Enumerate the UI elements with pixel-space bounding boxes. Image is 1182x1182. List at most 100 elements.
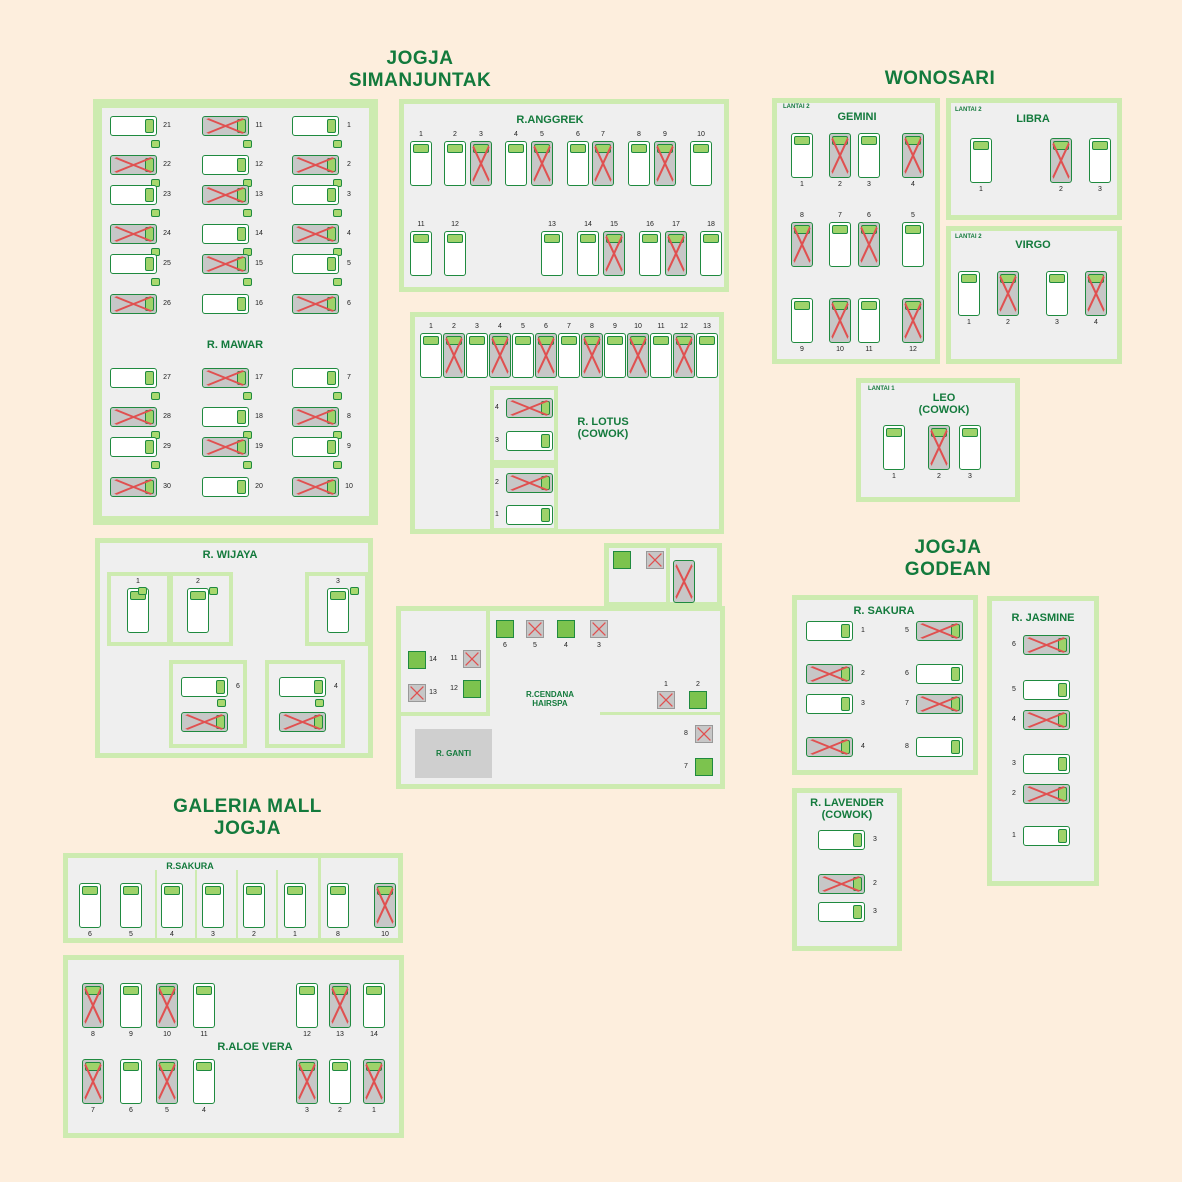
bed-leo-2[interactable] — [959, 425, 981, 470]
bed-sakura-godean-3[interactable] — [806, 737, 853, 757]
bed-mawar-28[interactable] — [292, 437, 339, 457]
spa-chair-8[interactable] — [657, 691, 675, 709]
bed-virgo-3[interactable] — [1085, 271, 1107, 316]
bed-gemini-9[interactable] — [829, 298, 851, 343]
bed-anggrek-0[interactable] — [410, 141, 432, 186]
bed-mawar-25[interactable] — [202, 477, 249, 497]
bed-mawar-29[interactable] — [292, 477, 339, 497]
bed-mawar-17[interactable] — [292, 294, 339, 314]
bed-leo-0[interactable] — [883, 425, 905, 470]
bed-lavender-0[interactable] — [818, 830, 865, 850]
bed-gemini-6[interactable] — [858, 222, 880, 267]
bed-wijaya-4[interactable] — [181, 712, 228, 732]
spa-chair-6[interactable] — [463, 650, 481, 668]
bed-sakura-galeria-6[interactable] — [327, 883, 349, 928]
bed-lotus-11[interactable] — [673, 333, 695, 378]
bed-anggrek-14[interactable] — [603, 231, 625, 276]
bed-aloe-top-2[interactable] — [156, 983, 178, 1028]
bed-anggrek-6[interactable] — [592, 141, 614, 186]
bed-anggrek-5[interactable] — [567, 141, 589, 186]
bed-jasmine-0[interactable] — [1023, 635, 1070, 655]
bed-libra-0[interactable] — [970, 138, 992, 183]
bed-mawar-7[interactable] — [202, 155, 249, 175]
bed-mawar-18[interactable] — [110, 368, 157, 388]
bed-sakura-godean-6[interactable] — [916, 694, 963, 714]
bed-mawar-26[interactable] — [292, 368, 339, 388]
bed-anggrek-2[interactable] — [470, 141, 492, 186]
bed-mawar-1[interactable] — [110, 155, 157, 175]
bed-wijaya-5[interactable] — [279, 677, 326, 697]
bed-aloe-bottom-0[interactable] — [82, 1059, 104, 1104]
bed-lotus-3[interactable] — [489, 333, 511, 378]
bed-lotus-1[interactable] — [443, 333, 465, 378]
bed-aloe-bottom-5[interactable] — [329, 1059, 351, 1104]
bed-aloe-top-3[interactable] — [193, 983, 215, 1028]
bed-gemini-7[interactable] — [902, 222, 924, 267]
bed-anggrek-4[interactable] — [531, 141, 553, 186]
bed-sakura-godean-7[interactable] — [916, 737, 963, 757]
bed-jasmine-3[interactable] — [1023, 754, 1070, 774]
bed-libra-2[interactable] — [1089, 138, 1111, 183]
bed-mawar-22[interactable] — [202, 368, 249, 388]
bed-gemini-11[interactable] — [902, 298, 924, 343]
bed-lavender-1[interactable] — [818, 874, 865, 894]
bed-virgo-1[interactable] — [997, 271, 1019, 316]
bed-aloe-top-5[interactable] — [329, 983, 351, 1028]
bed-aloe-top-1[interactable] — [120, 983, 142, 1028]
bed-sakura-galeria-0[interactable] — [79, 883, 101, 928]
bed-aloe-bottom-6[interactable] — [363, 1059, 385, 1104]
bed-mawar-2[interactable] — [110, 185, 157, 205]
bed-anggrek-15[interactable] — [639, 231, 661, 276]
bed-sakura-godean-0[interactable] — [806, 621, 853, 641]
spa-chair-1[interactable] — [526, 620, 544, 638]
wash-chair-1[interactable] — [646, 551, 664, 569]
bed-mawar-24[interactable] — [202, 437, 249, 457]
bed-mawar-5[interactable] — [110, 294, 157, 314]
bed-mawar-27[interactable] — [292, 407, 339, 427]
bed-aloe-bottom-2[interactable] — [156, 1059, 178, 1104]
bed-aloe-bottom-1[interactable] — [120, 1059, 142, 1104]
spa-chair-2[interactable] — [557, 620, 575, 638]
bed-lotus-8[interactable] — [604, 333, 626, 378]
bed-lotus-4[interactable] — [512, 333, 534, 378]
bed-aloe-bottom-4[interactable] — [296, 1059, 318, 1104]
bed-virgo-0[interactable] — [958, 271, 980, 316]
bed-gemini-0[interactable] — [791, 133, 813, 178]
bed-mawar-23[interactable] — [202, 407, 249, 427]
bed-mawar-6[interactable] — [202, 116, 249, 136]
bed-mawar-11[interactable] — [202, 294, 249, 314]
bed-aloe-top-4[interactable] — [296, 983, 318, 1028]
bed-anggrek-13[interactable] — [577, 231, 599, 276]
bed-anggrek-7[interactable] — [628, 141, 650, 186]
spa-chair-10[interactable] — [695, 725, 713, 743]
bed-mawar-10[interactable] — [202, 254, 249, 274]
bed-anggrek-12[interactable] — [541, 231, 563, 276]
bed-mawar-20[interactable] — [110, 437, 157, 457]
bed-mawar-19[interactable] — [110, 407, 157, 427]
bed-mawar-3[interactable] — [110, 224, 157, 244]
bed-lotus-0[interactable] — [420, 333, 442, 378]
bed-sakura-galeria-2[interactable] — [161, 883, 183, 928]
bed-aloe-bottom-3[interactable] — [193, 1059, 215, 1104]
bed-aloe-top-0[interactable] — [82, 983, 104, 1028]
bed-gemini-5[interactable] — [829, 222, 851, 267]
bed-sakura-godean-2[interactable] — [806, 694, 853, 714]
bed-lotus-6[interactable] — [558, 333, 580, 378]
bed-sakura-galeria-4[interactable] — [243, 883, 265, 928]
bed-leo-1[interactable] — [928, 425, 950, 470]
bed-gemini-8[interactable] — [791, 298, 813, 343]
bed-mawar-4[interactable] — [110, 254, 157, 274]
bed-lotus-9[interactable] — [627, 333, 649, 378]
bed-gemini-2[interactable] — [858, 133, 880, 178]
bed-lotus-7[interactable] — [581, 333, 603, 378]
bed-lavender-2[interactable] — [818, 902, 865, 922]
bed-lotus-12[interactable] — [696, 333, 718, 378]
bed-mawar-13[interactable] — [292, 155, 339, 175]
bed-mawar-14[interactable] — [292, 185, 339, 205]
bed-lotus-side-3[interactable] — [506, 505, 553, 525]
spa-chair-0[interactable] — [496, 620, 514, 638]
bed-anggrek-3[interactable] — [505, 141, 527, 186]
spa-chair-5[interactable] — [408, 684, 426, 702]
bed-jasmine-4[interactable] — [1023, 784, 1070, 804]
bed-wijaya-1[interactable] — [187, 588, 209, 633]
